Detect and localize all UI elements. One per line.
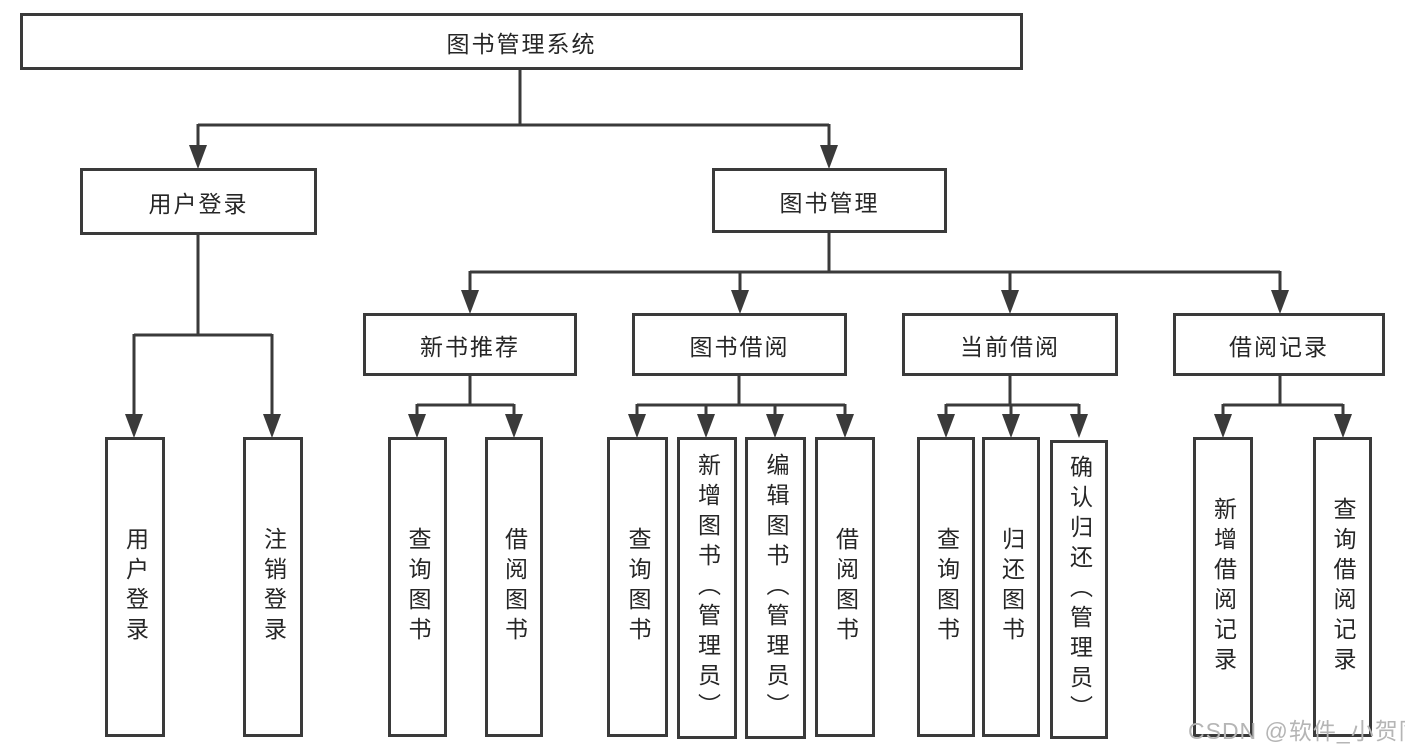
- node-current-borrow-label: 当前借阅: [960, 333, 1060, 360]
- leaf-current-confirm-return-admin-label: 确认归还（管理员）: [1066, 454, 1093, 725]
- leaf-user-login: 用户登录: [105, 437, 165, 737]
- node-book-borrow-label: 图书借阅: [689, 333, 790, 360]
- leaf-user-login-label: 用户登录: [122, 527, 149, 647]
- leaf-borrow-borrow-books-label: 借阅图书: [832, 527, 859, 647]
- leaf-current-return-books: 归还图书: [982, 437, 1040, 737]
- leaf-record-query-label: 查询借阅记录: [1330, 497, 1356, 677]
- node-book-borrow: 图书借阅: [632, 313, 847, 376]
- node-user-login: 用户登录: [80, 168, 317, 235]
- leaf-newbook-query-books-label: 查询图书: [405, 527, 431, 647]
- watermark: CSDN @软件_小贺同学: [1188, 718, 1405, 744]
- node-book-mgmt-label: 图书管理: [779, 189, 880, 216]
- node-borrow-record: 借阅记录: [1173, 313, 1385, 376]
- leaf-logout-label: 注销登录: [260, 527, 287, 647]
- leaf-record-add-label: 新增借阅记录: [1210, 497, 1237, 677]
- node-current-borrow: 当前借阅: [902, 313, 1118, 376]
- leaf-borrow-query-books: 查询图书: [607, 437, 668, 737]
- node-new-book-rec-label: 新书推荐: [420, 333, 520, 360]
- leaf-record-add: 新增借阅记录: [1193, 437, 1253, 737]
- leaf-borrow-query-books-label: 查询图书: [625, 527, 651, 647]
- node-root-label: 图书管理系统: [446, 30, 597, 57]
- node-borrow-record-label: 借阅记录: [1229, 333, 1329, 360]
- node-new-book-rec: 新书推荐: [363, 313, 577, 376]
- leaf-current-confirm-return-admin: 确认归还（管理员）: [1050, 440, 1108, 739]
- leaf-newbook-borrow-books: 借阅图书: [485, 437, 543, 737]
- leaf-borrow-edit-books-admin-label: 编辑图书（管理员）: [763, 453, 789, 723]
- node-user-login-label: 用户登录: [148, 190, 249, 217]
- leaf-borrow-add-books-admin: 新增图书（管理员）: [677, 437, 737, 739]
- leaf-newbook-borrow-books-label: 借阅图书: [501, 527, 528, 647]
- leaf-borrow-add-books-admin-label: 新增图书（管理员）: [694, 453, 721, 723]
- leaf-record-query: 查询借阅记录: [1313, 437, 1372, 737]
- leaf-current-query-books-label: 查询图书: [933, 527, 960, 647]
- leaf-logout: 注销登录: [243, 437, 303, 737]
- leaf-borrow-borrow-books: 借阅图书: [815, 437, 875, 737]
- leaf-borrow-edit-books-admin: 编辑图书（管理员）: [745, 437, 806, 739]
- leaf-newbook-query-books: 查询图书: [388, 437, 447, 737]
- node-root: 图书管理系统: [20, 13, 1023, 70]
- leaf-current-query-books: 查询图书: [917, 437, 975, 737]
- leaf-current-return-books-label: 归还图书: [998, 527, 1025, 647]
- node-book-mgmt: 图书管理: [712, 168, 947, 233]
